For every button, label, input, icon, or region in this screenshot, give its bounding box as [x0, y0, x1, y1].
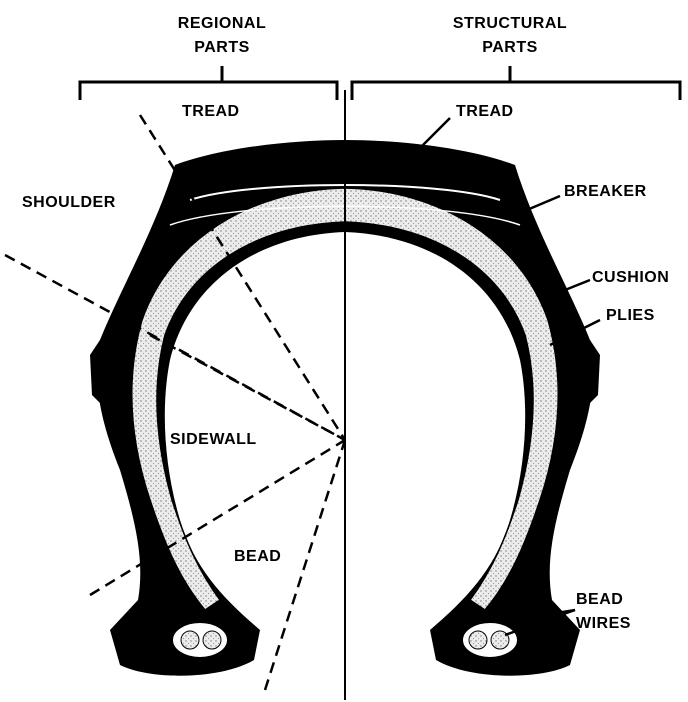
- right-shoulder-lug: [588, 340, 600, 405]
- left-shoulder-lug: [90, 340, 102, 405]
- tread-leader: [420, 118, 450, 148]
- regional-bracket: [80, 82, 337, 100]
- shoulder-label: SHOULDER: [22, 194, 116, 211]
- left-bead-wire-1: [181, 631, 199, 649]
- left-bead: [172, 622, 228, 658]
- structural-parts-title-line2: PARTS: [482, 39, 538, 56]
- bead-wires-label-line2: WIRES: [576, 615, 631, 632]
- regional-tread-label: TREAD: [182, 103, 240, 120]
- bead-lower-divider: [265, 440, 345, 690]
- bead-wires-label-line1: BEAD: [576, 591, 623, 608]
- bead-label: BEAD: [234, 548, 281, 565]
- regional-parts-title-line2: PARTS: [194, 39, 250, 56]
- cushion-label: CUSHION: [592, 269, 669, 286]
- sidewall-label: SIDEWALL: [170, 431, 257, 448]
- right-bead: [462, 622, 518, 658]
- header-brackets: [80, 66, 680, 100]
- right-bead-wire-1: [469, 631, 487, 649]
- regional-parts-title-line1: REGIONAL: [178, 15, 266, 32]
- plies-label: PLIES: [606, 307, 655, 324]
- structural-bracket: [352, 82, 680, 100]
- breaker-label: BREAKER: [564, 183, 647, 200]
- left-bead-wire-2: [203, 631, 221, 649]
- structural-tread-label: TREAD: [456, 103, 514, 120]
- structural-parts-title-line1: STRUCTURAL: [453, 15, 567, 32]
